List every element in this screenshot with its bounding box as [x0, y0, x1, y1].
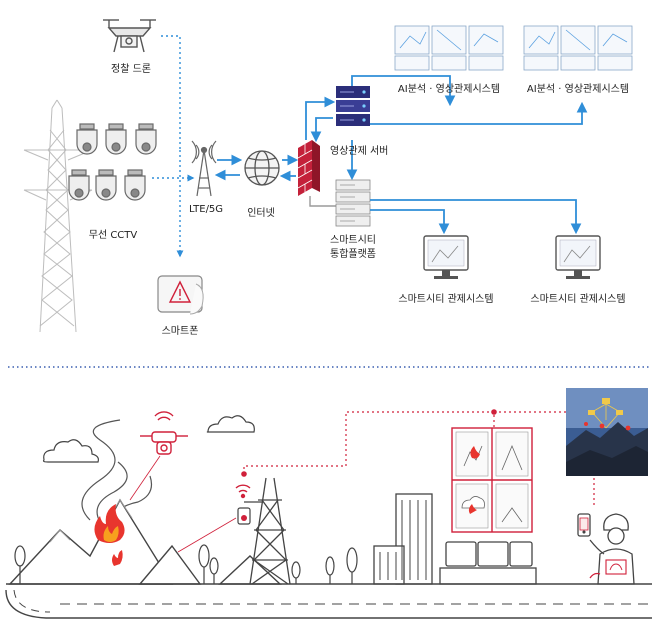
smartcity-platform-label-line2: 통합플랫폼: [330, 249, 376, 260]
server-ai-links: [351, 75, 588, 125]
cctv-label: 무선 CCTV: [88, 230, 138, 241]
drone-label: 정찰 드론: [111, 64, 151, 75]
link-node: [491, 409, 497, 415]
fire-icon: [94, 504, 125, 566]
road-icon: [5, 583, 652, 619]
alert-drone-icon: [140, 411, 188, 455]
tower-camera-icon: [237, 507, 251, 525]
ai-monitor-screens-2: [523, 25, 633, 71]
smartcity-platform-label-line1: 스마트시티: [330, 235, 376, 246]
link-node: [241, 471, 247, 477]
smartcity-monitor-1: [423, 235, 469, 279]
smartcity-system-label-2: 스마트시티 관제시스템: [530, 294, 626, 305]
firewall-icon: [297, 140, 320, 196]
lte-internet-arrows: [214, 154, 243, 181]
firefighter-icon: [577, 513, 635, 585]
video-server-label: 영상관제 서버: [330, 146, 389, 157]
alert-network-link: [243, 411, 595, 508]
internet-globe-icon: [244, 150, 280, 186]
tree-icons: [14, 544, 358, 584]
cctv-tower-icon: [244, 477, 291, 585]
video-server-icon: [336, 86, 370, 126]
lte-label: LTE/5G: [188, 204, 224, 215]
mountain-photo: [566, 388, 648, 476]
smartphone-label: 스마트폰: [161, 326, 199, 337]
camera-smoke-link: [177, 517, 237, 553]
drone-fire-link: [129, 455, 161, 501]
firewall-server-links: [305, 96, 336, 143]
cctv-camera-icons: [68, 123, 157, 201]
smartcity-system-label-1: 스마트시티 관제시스템: [398, 294, 494, 305]
smartphone-icon: [157, 275, 204, 315]
drone-icon: [103, 19, 156, 53]
platform-smartcity-links: [370, 199, 582, 235]
cloud-icons: [42, 415, 255, 463]
ai-system-label-1: AI분석 · 영상관제시스템: [397, 84, 501, 95]
firewall-platform-link: [309, 196, 336, 207]
tower-wifi-icon: [235, 484, 251, 499]
ai-monitor-screens-1: [394, 25, 504, 71]
internet-firewall-arrows: [279, 154, 299, 182]
building-icons: [373, 493, 433, 585]
lte-antenna-icon: [191, 140, 217, 197]
ai-system-label-2: AI분석 · 영상관제시스템: [526, 84, 630, 95]
control-wall-icon: [451, 427, 533, 533]
smartcity-platform-icon: [335, 179, 371, 227]
wireless-links: [152, 35, 195, 258]
internet-label: 인터넷: [247, 208, 275, 219]
smartcity-monitor-2: [555, 235, 601, 279]
desk-monitors-icon: [439, 541, 537, 585]
mountain-icons: [8, 498, 282, 585]
